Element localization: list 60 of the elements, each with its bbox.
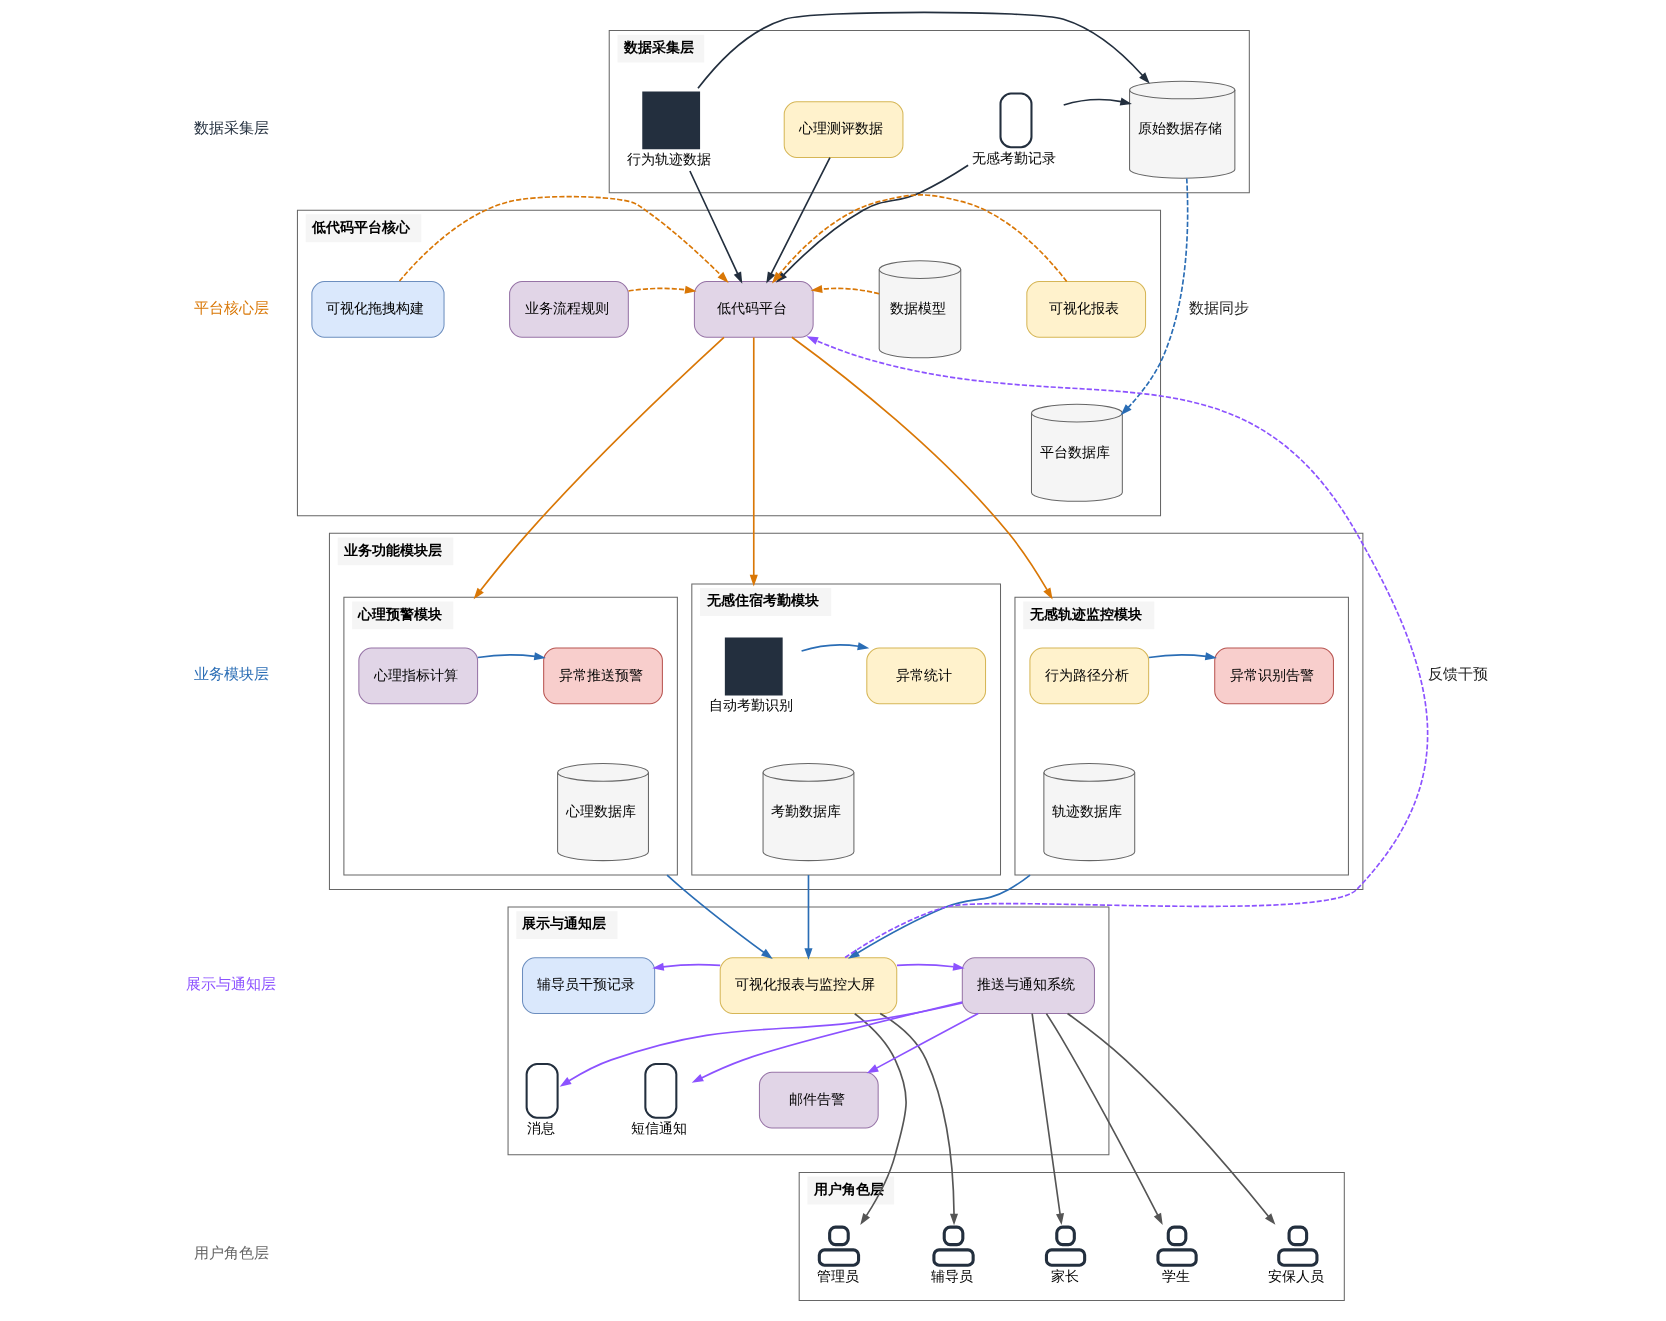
node-label: 辅导员 (931, 1267, 974, 1284)
arrow (627, 285, 697, 294)
node-box: 可视化报表 (1026, 280, 1147, 338)
arrow (879, 1012, 959, 1226)
arrow (691, 1001, 964, 1083)
arrow (749, 336, 758, 587)
node-box: 异常推送预警 (543, 647, 663, 705)
node-box: 邮件告警 (758, 1071, 879, 1129)
arrow (853, 1012, 907, 1225)
arrow (866, 1012, 979, 1074)
arrow (896, 962, 965, 971)
label: 平台核心层 (193, 298, 269, 317)
node-box: 辅导员干预记录 (522, 957, 656, 1014)
arrow (473, 336, 725, 600)
arrow (689, 170, 743, 284)
node-box: 异常统计 (866, 647, 987, 705)
arrow (791, 336, 1053, 600)
node-box: 业务流程规则 (509, 280, 629, 338)
arrow (806, 336, 1428, 959)
node-label: 自动考勤识别 (709, 697, 794, 714)
node-box: 低代码平台 (693, 280, 814, 338)
arrow (1148, 652, 1217, 661)
arrow (1031, 1012, 1064, 1226)
arrow (804, 874, 813, 960)
arrow (559, 1002, 964, 1087)
label: 用户角色层 (193, 1244, 269, 1263)
label: 业务模块层 (193, 665, 269, 684)
node-box: 心理指标计算 (358, 647, 479, 705)
arrow (848, 874, 1031, 959)
node-label: 家长 (1050, 1267, 1079, 1284)
node-box: 行为路径分析 (1029, 647, 1150, 705)
arrow (476, 652, 546, 661)
arrow (1045, 1012, 1163, 1225)
arrow (1120, 177, 1189, 416)
label: 展示与通知层 (186, 975, 277, 994)
arrow (1066, 1012, 1276, 1225)
node-label: 管理员 (816, 1267, 859, 1284)
node-box: 可视化拖拽构建 (311, 280, 445, 338)
node-box: 可视化报表与监控大屏 (719, 957, 898, 1014)
edge-label: 数据同步 (1188, 298, 1249, 317)
label: 数据采集层 (193, 119, 269, 138)
node-label: 无感考勤记录 (971, 149, 1056, 166)
arrow (666, 874, 773, 959)
arrow (697, 11, 1150, 90)
arrow (810, 285, 880, 295)
arrow (1062, 97, 1132, 106)
node-label: 安保人员 (1267, 1267, 1324, 1284)
node-box (724, 637, 783, 696)
arrow (800, 642, 870, 652)
arrow (398, 195, 729, 283)
node-label: 消息 (527, 1120, 556, 1137)
node-box: 推送与通知系统 (961, 957, 1095, 1014)
node-box: 异常识别告警 (1214, 647, 1334, 705)
node-box (642, 91, 701, 150)
edge-label: 反馈干预 (1428, 665, 1489, 684)
node-label: 行为轨迹数据 (626, 150, 711, 167)
node-box: 心理测评数据 (783, 101, 904, 159)
arrow (652, 962, 721, 971)
node-label: 短信通知 (630, 1120, 687, 1137)
node-label: 学生 (1162, 1267, 1191, 1284)
